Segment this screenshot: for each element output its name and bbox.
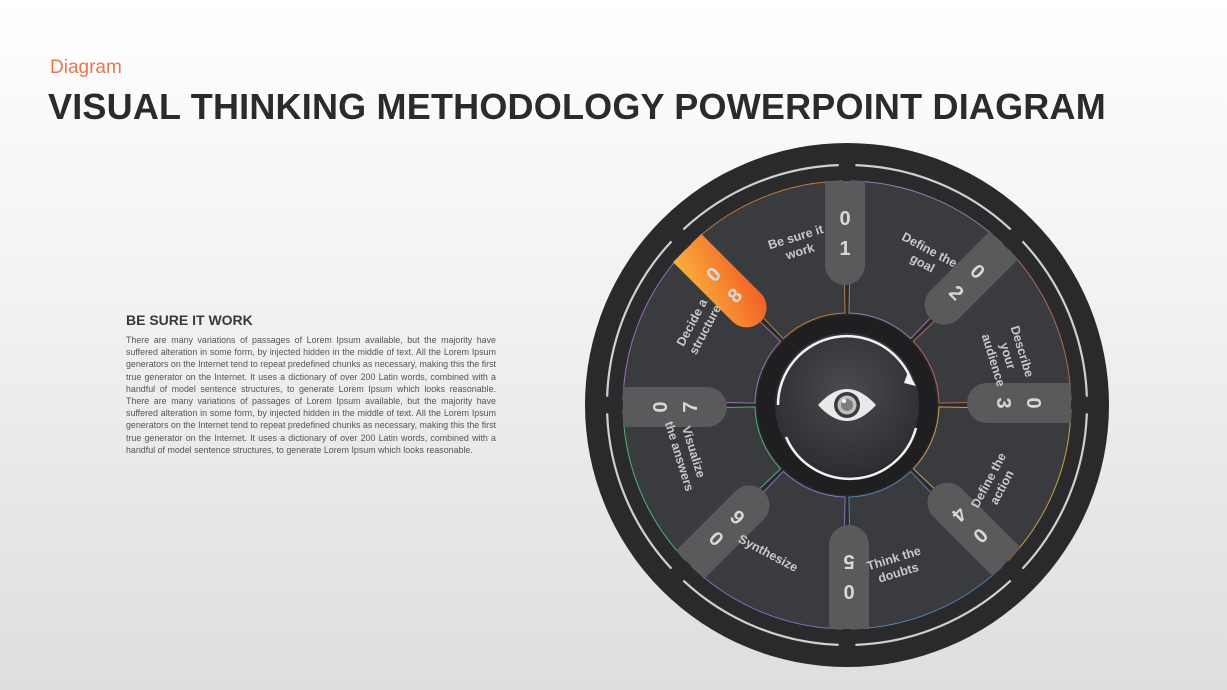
step-number-digit: 0	[843, 580, 854, 602]
outer-arc	[855, 164, 1012, 231]
side-body-text: There are many variations of passages of…	[126, 335, 496, 455]
side-heading: BE SURE IT WORK	[126, 312, 253, 328]
segment-group	[622, 180, 1072, 630]
outer-arc	[1021, 240, 1088, 397]
step-number-tab-03: 03	[967, 383, 1071, 423]
step-number-tab-05: 05	[829, 525, 869, 629]
step-number-digit: 3	[992, 397, 1014, 408]
outer-arc	[606, 413, 673, 570]
outer-arc	[606, 240, 673, 397]
outer-arc	[1021, 413, 1088, 570]
step-number-tab-06: 06	[675, 485, 770, 579]
page-title: VISUAL THINKING METHODOLOGY POWERPOINT D…	[48, 86, 1106, 127]
step-number-digit: 1	[839, 238, 850, 260]
outer-arc	[682, 579, 839, 646]
step-number-tab-04: 04	[927, 482, 1021, 577]
cycle-arrowhead	[904, 372, 916, 386]
step-number-digit: 5	[843, 550, 854, 572]
outer-arc	[855, 579, 1012, 646]
step-number-tab-01: 01	[825, 181, 865, 285]
step-number-tab-08: 08	[673, 233, 767, 328]
cycle-arrow-bottom	[784, 427, 918, 481]
outer-arc	[682, 164, 839, 231]
step-number-digit: 0	[650, 401, 672, 412]
eye-icon	[818, 389, 876, 421]
step-number-tab-02: 02	[924, 231, 1019, 325]
outer-arc-group	[606, 164, 1088, 646]
step-number-digit: 0	[1022, 397, 1044, 408]
category-label: Diagram	[50, 57, 122, 78]
step-number-digit: 7	[680, 401, 702, 412]
cycle-arrow-top	[776, 334, 914, 406]
step-number-digit: 0	[839, 208, 850, 230]
